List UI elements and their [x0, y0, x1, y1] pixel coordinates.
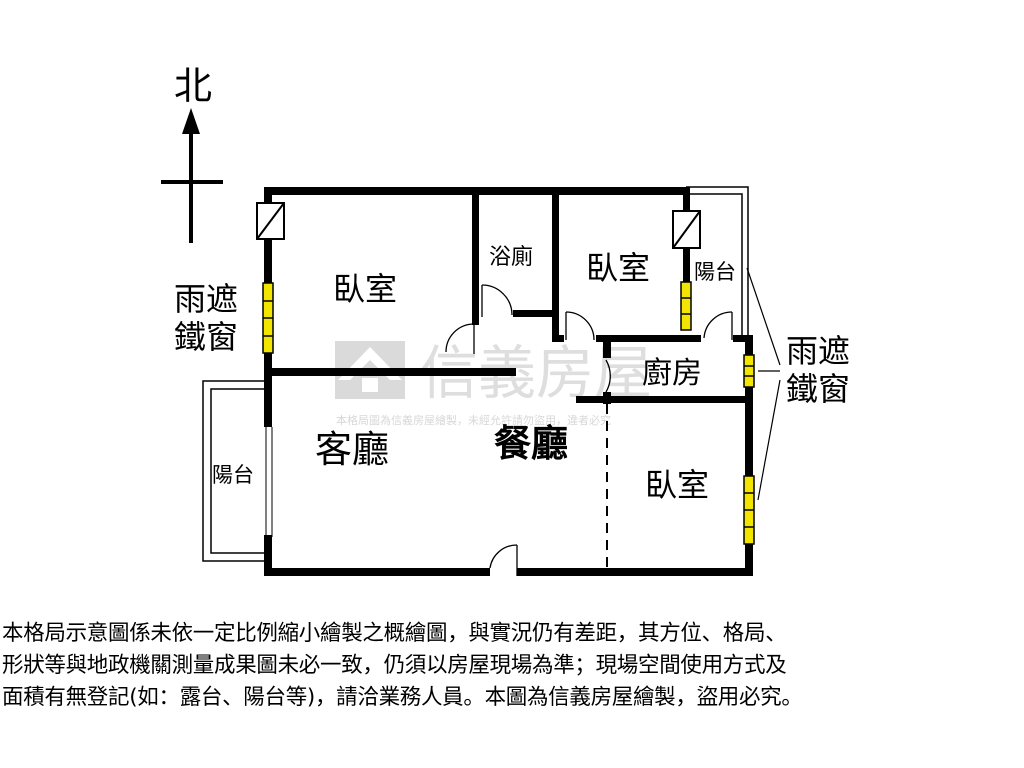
disclaimer: 本格局示意圖係未依一定比例縮小繪製之概繪圖，與實況仍有差距，其方位、格局、 形狀… — [2, 618, 1022, 714]
label-bathroom: 浴廁 — [489, 245, 533, 270]
label-kitchen: 廚房 — [642, 356, 702, 391]
room-labels: 臥室 浴廁 臥室 陽台 廚房 客廳 餐廳 臥室 陽台 — [212, 245, 736, 504]
west-balcony-rail — [202, 380, 273, 562]
window-kitchen — [743, 354, 755, 388]
east-balcony-rail — [686, 186, 749, 338]
watermark-note: 本格局圖為信義房屋繪製，未經允許請勿盜用，違者必究 — [336, 413, 611, 427]
windows — [262, 281, 755, 545]
label-balcony-west: 陽台 — [212, 463, 254, 487]
label-dining-room: 餐廳 — [494, 421, 568, 465]
north-arrow-icon — [182, 108, 200, 134]
callout-right-line2: 鐵窗 — [786, 370, 850, 408]
label-bedroom-main: 臥室 — [333, 270, 397, 308]
disclaimer-line: 面積有無登記(如：露台、陽台等)，請洽業務人員。本圖為信義房屋繪製，盜用必究。 — [2, 685, 803, 710]
disclaimer-line: 本格局示意圖係未依一定比例縮小繪製之概繪圖，與實況仍有差距，其方位、格局、 — [2, 621, 787, 646]
callout-left-line2: 鐵窗 — [174, 318, 238, 356]
label-balcony-east: 陽台 — [694, 260, 736, 284]
label-bedroom-small: 臥室 — [586, 249, 650, 287]
ac-unit-icon — [672, 210, 701, 249]
callout-right: 雨遮 鐵窗 — [786, 332, 850, 408]
callout-left-line1: 雨遮 — [174, 280, 238, 318]
ac-units — [256, 202, 701, 249]
callout-right-line1: 雨遮 — [786, 332, 850, 370]
disclaimer-line: 形狀等與地政機關測量成果圖未必一致，仍須以房屋現場為準；現場空間使用方式及 — [2, 653, 787, 678]
doors — [445, 284, 733, 576]
label-bedroom-se: 臥室 — [645, 466, 709, 504]
north-label: 北 — [174, 64, 212, 108]
window-small-bedroom — [680, 281, 692, 331]
label-living-room: 客廳 — [315, 428, 389, 471]
callout-left: 雨遮 鐵窗 — [174, 280, 238, 356]
right-callout-leaders — [746, 267, 781, 501]
north-compass: 北 — [161, 64, 223, 243]
ac-unit-icon — [256, 202, 285, 240]
floor-plan: 信義房屋 本格局圖為信義房屋繪製，未經允許請勿盜用，違者必究 北 — [161, 64, 850, 576]
